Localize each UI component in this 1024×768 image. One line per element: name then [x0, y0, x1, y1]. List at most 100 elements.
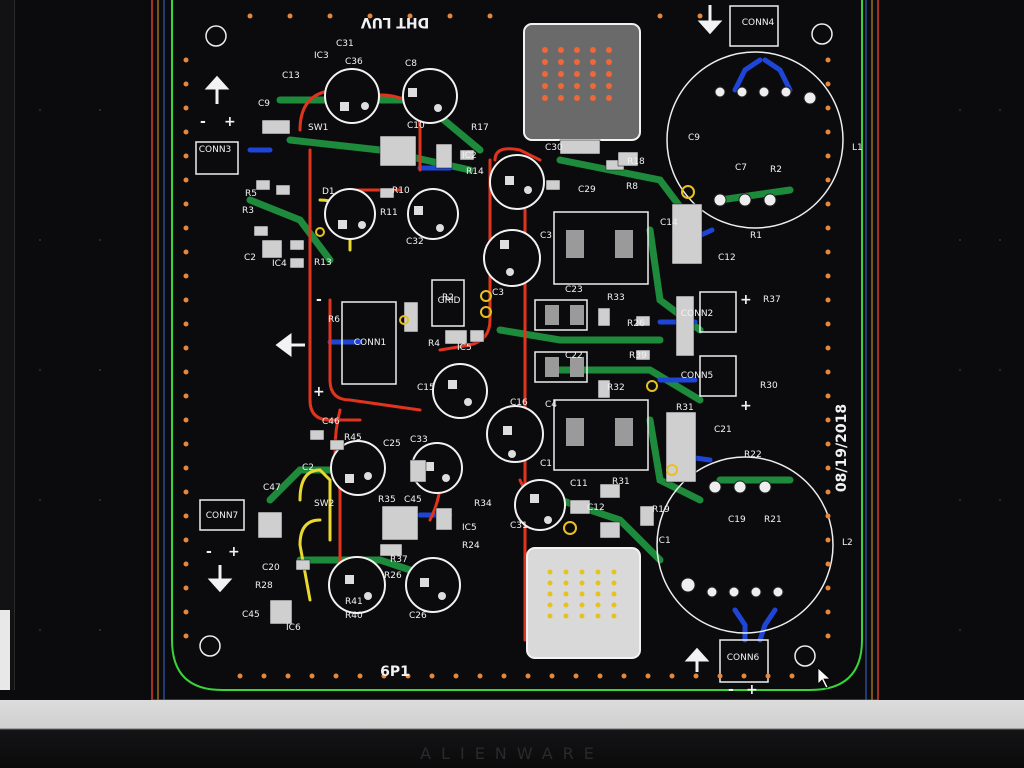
via	[825, 633, 831, 639]
pin-pad	[542, 59, 548, 65]
component-label: C3	[492, 288, 504, 298]
via	[183, 249, 189, 255]
pin-pad	[579, 613, 585, 619]
via	[357, 673, 363, 679]
connector-label: CONN6	[727, 653, 760, 663]
pin-pad	[611, 569, 617, 575]
via	[183, 81, 189, 87]
component-label: R32	[607, 383, 625, 393]
component-label: C32	[406, 237, 424, 247]
via	[287, 13, 293, 19]
via	[621, 673, 627, 679]
component-label: C2	[302, 463, 314, 473]
via	[183, 105, 189, 111]
via	[183, 489, 189, 495]
via	[447, 13, 453, 19]
via	[183, 153, 189, 159]
via	[261, 673, 267, 679]
connector-label: CONN2	[681, 309, 714, 319]
pin-pad	[547, 613, 553, 619]
component-label: R35	[378, 495, 396, 505]
via	[327, 13, 333, 19]
via	[183, 201, 189, 207]
svg-text:-: -	[316, 292, 322, 308]
yellow-vias	[315, 185, 695, 535]
pin-pad	[606, 71, 612, 77]
component-label: R6	[328, 315, 340, 325]
component-label: C10	[407, 121, 425, 131]
connector-label: CONN4	[742, 18, 775, 28]
component-label: C12	[718, 253, 736, 263]
pin-pad	[558, 95, 564, 101]
pin-pad	[558, 83, 564, 89]
via	[825, 465, 831, 471]
via	[183, 465, 189, 471]
pin-pad	[574, 83, 580, 89]
via	[825, 513, 831, 519]
pin-pad	[611, 602, 617, 608]
pin-pad	[579, 580, 585, 586]
pin-pad	[606, 47, 612, 53]
via	[487, 13, 493, 19]
via	[741, 673, 747, 679]
via	[309, 673, 315, 679]
component-label: R14	[466, 167, 484, 177]
component-label: R4	[428, 339, 440, 349]
via	[717, 673, 723, 679]
capacitors-electrolytic	[324, 68, 566, 614]
component-label: C20	[262, 563, 280, 573]
component-label: C15	[417, 383, 435, 393]
component-label: R2	[442, 293, 454, 303]
component-label: R2	[770, 165, 782, 175]
editor-left-edge	[0, 0, 15, 690]
grid-dots	[39, 109, 1001, 631]
via	[825, 201, 831, 207]
component-label: R39	[629, 351, 647, 361]
component-label: R11	[380, 208, 398, 218]
pin-pad	[542, 83, 548, 89]
component-label: SW2	[314, 499, 334, 509]
via	[183, 177, 189, 183]
component-label: IC5	[457, 343, 472, 353]
component-label: C47	[263, 483, 281, 493]
component-label: C23	[565, 285, 583, 295]
mounting-holes	[199, 23, 833, 667]
connector-label: CONN1	[354, 338, 387, 348]
pcb-canvas[interactable]: C31IC3C36C8C13C9SW1C10R17C30R18IC2R14C29…	[0, 0, 1024, 700]
svg-text:-: -	[728, 682, 734, 698]
component-label: R19	[652, 505, 670, 515]
via	[183, 561, 189, 567]
via	[183, 609, 189, 615]
via	[247, 13, 253, 19]
pin-pad	[547, 591, 553, 597]
via	[825, 537, 831, 543]
component-label: R24	[462, 541, 480, 551]
via	[825, 369, 831, 375]
capacitor-pads	[338, 88, 552, 600]
component-label: IC1	[656, 536, 671, 546]
component-label: C36	[345, 57, 363, 67]
component-label: C16	[510, 398, 528, 408]
pin-pad	[606, 95, 612, 101]
svg-text:+: +	[746, 682, 758, 698]
via	[825, 345, 831, 351]
component-label: R8	[626, 182, 638, 192]
component-label: C14	[660, 218, 678, 228]
via	[825, 177, 831, 183]
via	[183, 369, 189, 375]
via	[183, 513, 189, 519]
via	[183, 393, 189, 399]
pin-pad	[574, 71, 580, 77]
component-label: R37	[390, 555, 408, 565]
via	[825, 129, 831, 135]
component-label: C22	[565, 351, 583, 361]
board-outlines	[151, 0, 879, 700]
pin-pad	[574, 47, 580, 53]
pin-pad	[563, 591, 569, 597]
center-module-pads	[545, 230, 633, 446]
component-label: R28	[255, 581, 273, 591]
via	[183, 585, 189, 591]
via	[183, 441, 189, 447]
pin-pad	[590, 71, 596, 77]
via	[825, 273, 831, 279]
